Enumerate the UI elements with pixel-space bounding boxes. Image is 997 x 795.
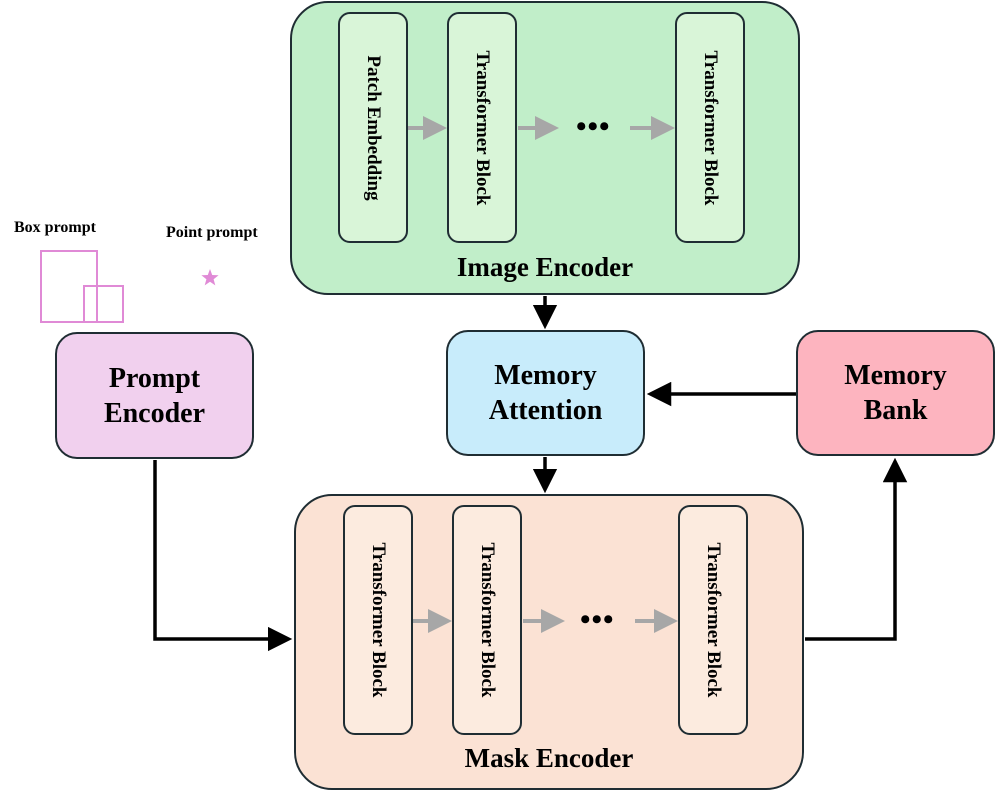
image-encoder-title: Image Encoder [456, 252, 634, 282]
memory-attention: Memory Attention [446, 330, 645, 456]
memory-bank-line1: Memory [844, 360, 947, 391]
image-encoder-ellipsis: ••• [576, 110, 611, 143]
image-transformer-block-1: Transformer Block [447, 12, 517, 243]
mask-transformer-block-2: Transformer Block [452, 505, 522, 735]
box-prompt-label: Box prompt [14, 219, 96, 236]
arrow-prompt-to-mask [153, 460, 293, 652]
patch-embedding-block: Patch Embedding [338, 12, 408, 243]
box-prompt-icon [40, 250, 124, 323]
image-transformer-block-n: Transformer Block [675, 12, 745, 243]
point-prompt-star-icon [201, 269, 219, 286]
memory-attention-line2: Attention [488, 395, 603, 426]
arrow-mask-to-bank [805, 457, 908, 641]
memory-attention-line1: Memory [494, 360, 597, 391]
point-prompt-label: Point prompt [166, 224, 258, 241]
prompt-encoder-line2: Encoder [103, 397, 206, 429]
mask-transformer-block-n: Transformer Block [678, 505, 748, 735]
memory-bank: Memory Bank [796, 330, 995, 456]
mask-encoder-ellipsis: ••• [580, 603, 615, 636]
prompt-encoder-line1: Prompt [108, 362, 201, 394]
mask-encoder-title: Mask Encoder [464, 743, 634, 773]
prompt-encoder: Prompt Encoder [55, 332, 254, 459]
memory-bank-line2: Bank [863, 395, 928, 426]
mask-transformer-block-1: Transformer Block [343, 505, 413, 735]
